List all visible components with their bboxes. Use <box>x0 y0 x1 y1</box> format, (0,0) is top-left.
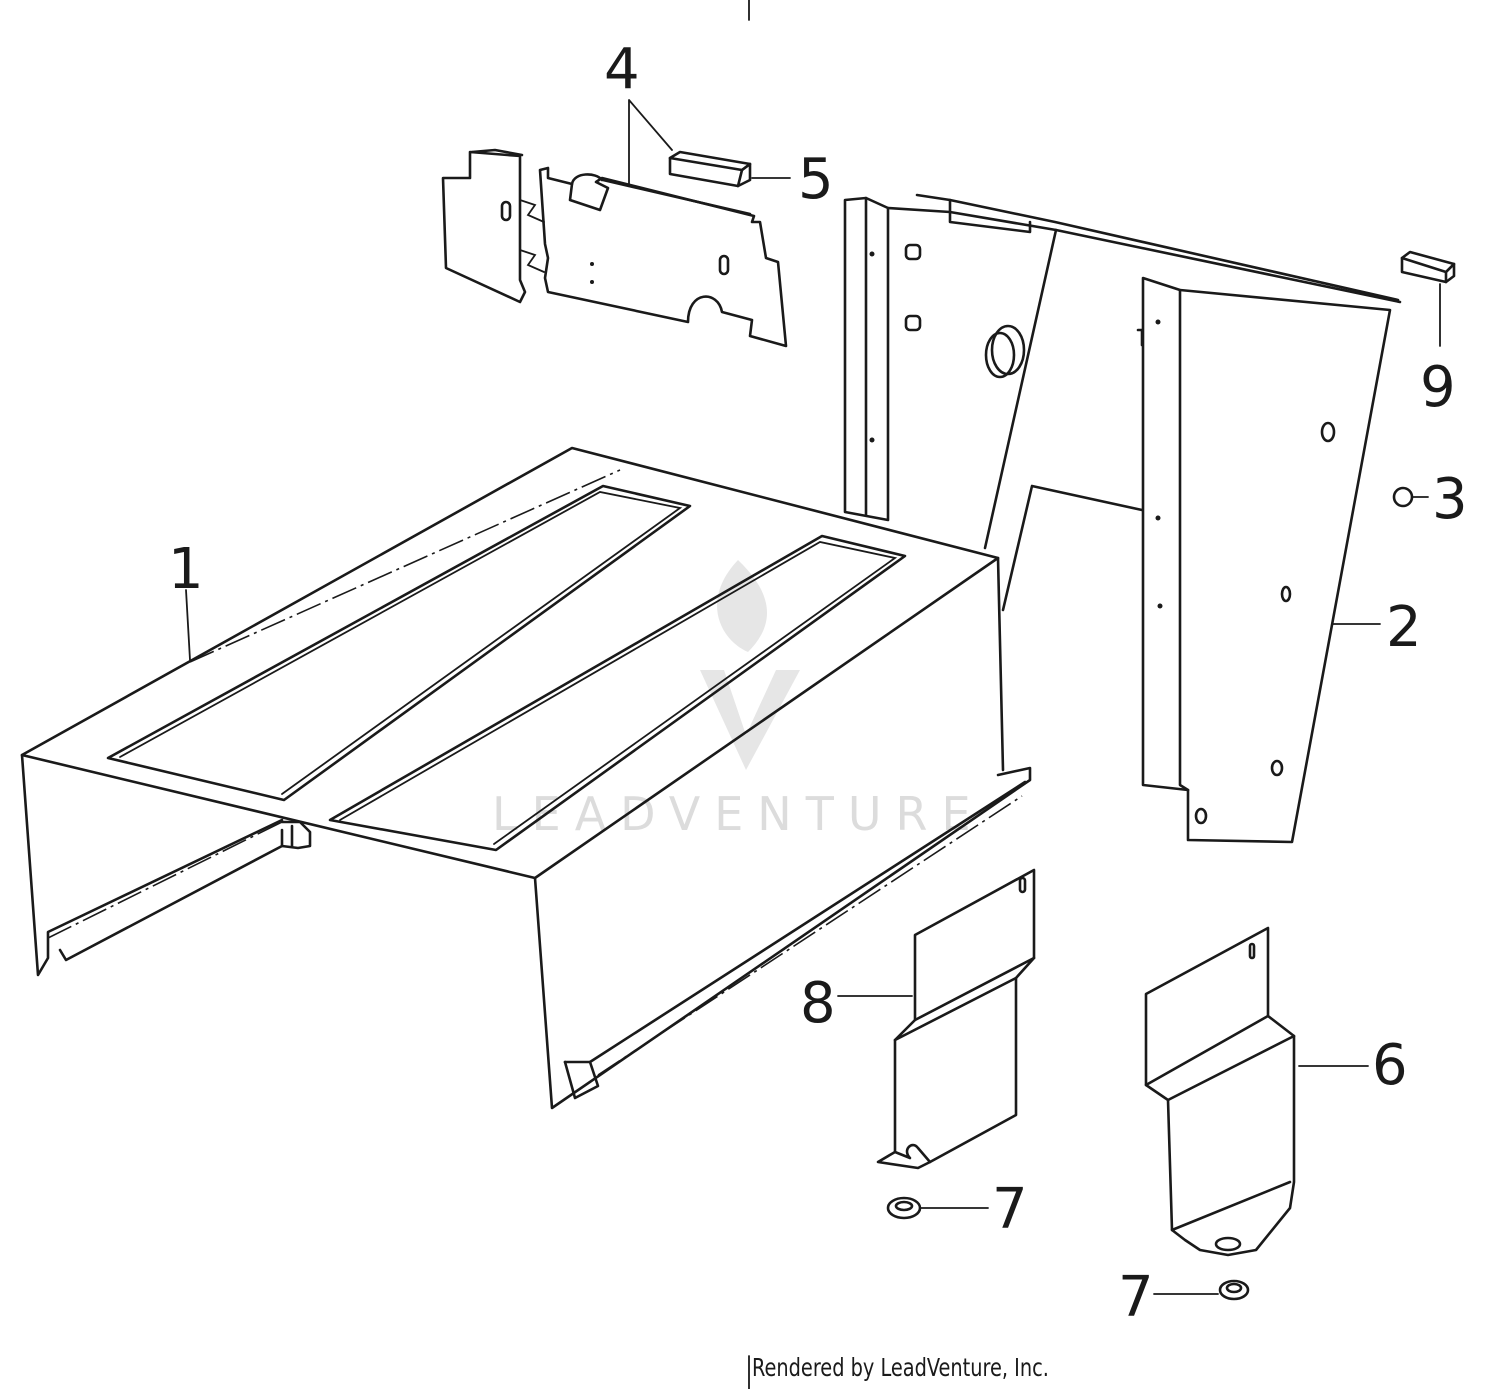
part-5-block <box>668 150 752 188</box>
callout-7-lower: 7 <box>1118 1265 1154 1330</box>
part-1-cover <box>20 446 1032 1110</box>
part-4-bracket <box>441 148 788 348</box>
footer-credit: Rendered by LeadVenture, Inc. <box>752 1353 1049 1382</box>
callout-8: 8 <box>800 971 836 1036</box>
callout-1: 1 <box>168 537 204 602</box>
part-8-plate <box>876 868 1036 1170</box>
leader-1 <box>185 589 191 661</box>
part-7-nut-a <box>886 1196 922 1220</box>
leader-4 <box>628 99 673 186</box>
callout-4: 4 <box>604 37 640 102</box>
part-7-nut-b <box>1218 1279 1250 1301</box>
part-6-plate <box>1144 926 1296 1257</box>
part-9-clip <box>1400 250 1456 284</box>
callout-7-upper: 7 <box>992 1177 1028 1242</box>
part-2-side-panel <box>843 193 1402 844</box>
callout-3: 3 <box>1432 467 1468 532</box>
part-3-grommet <box>1392 486 1414 508</box>
leadventure-watermark: LEADVENTURE <box>492 560 985 841</box>
watermark-text: LEADVENTURE <box>492 787 985 841</box>
callout-2: 2 <box>1386 595 1422 660</box>
callout-9: 9 <box>1420 355 1456 420</box>
callout-5: 5 <box>798 147 834 212</box>
callout-6: 6 <box>1372 1033 1408 1098</box>
